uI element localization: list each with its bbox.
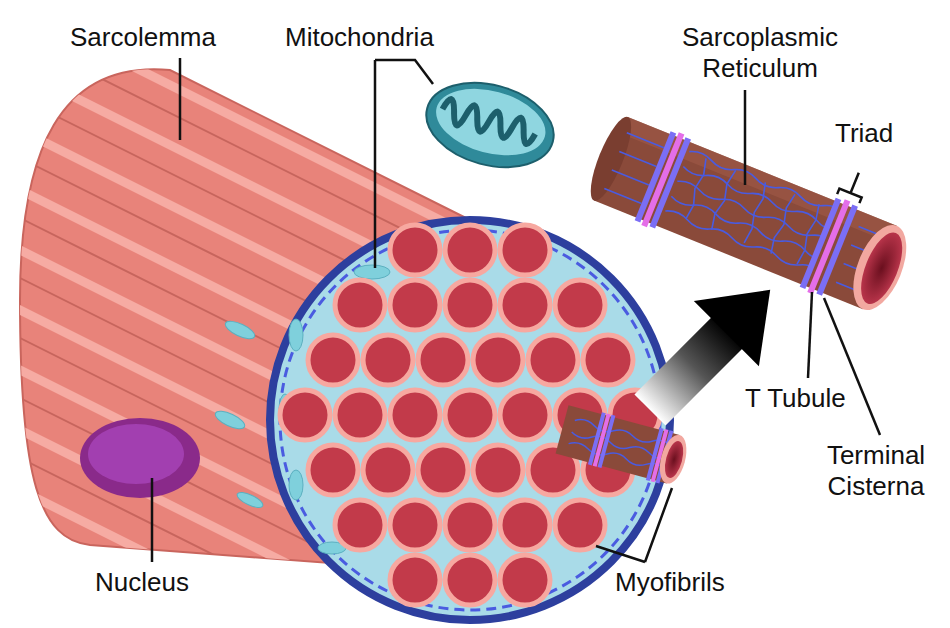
part-label: Sarcolemma bbox=[70, 22, 216, 53]
nucleus bbox=[80, 418, 200, 498]
part-label: Nucleus bbox=[95, 567, 189, 598]
mitochondrion bbox=[417, 70, 563, 181]
triad-bands bbox=[634, 129, 859, 297]
part-label: Myofibrils bbox=[615, 567, 725, 598]
part-label: Terminal Cisterna bbox=[807, 440, 945, 502]
enlarge-arrow bbox=[617, 257, 802, 442]
part-label: T Tubule bbox=[745, 383, 846, 414]
part-label: Triad bbox=[835, 118, 893, 149]
cut-face bbox=[213, 220, 670, 620]
nucleus-highlight bbox=[88, 424, 184, 484]
triad-bracket bbox=[837, 168, 870, 203]
sr-network bbox=[604, 125, 890, 295]
mitochondria-small bbox=[213, 265, 390, 554]
leader-lines bbox=[152, 58, 880, 562]
part-label: Mitochondria bbox=[285, 22, 434, 53]
part-label: Sarcoplasmic Reticulum bbox=[650, 22, 870, 84]
zoomed-myofibril bbox=[581, 80, 930, 322]
